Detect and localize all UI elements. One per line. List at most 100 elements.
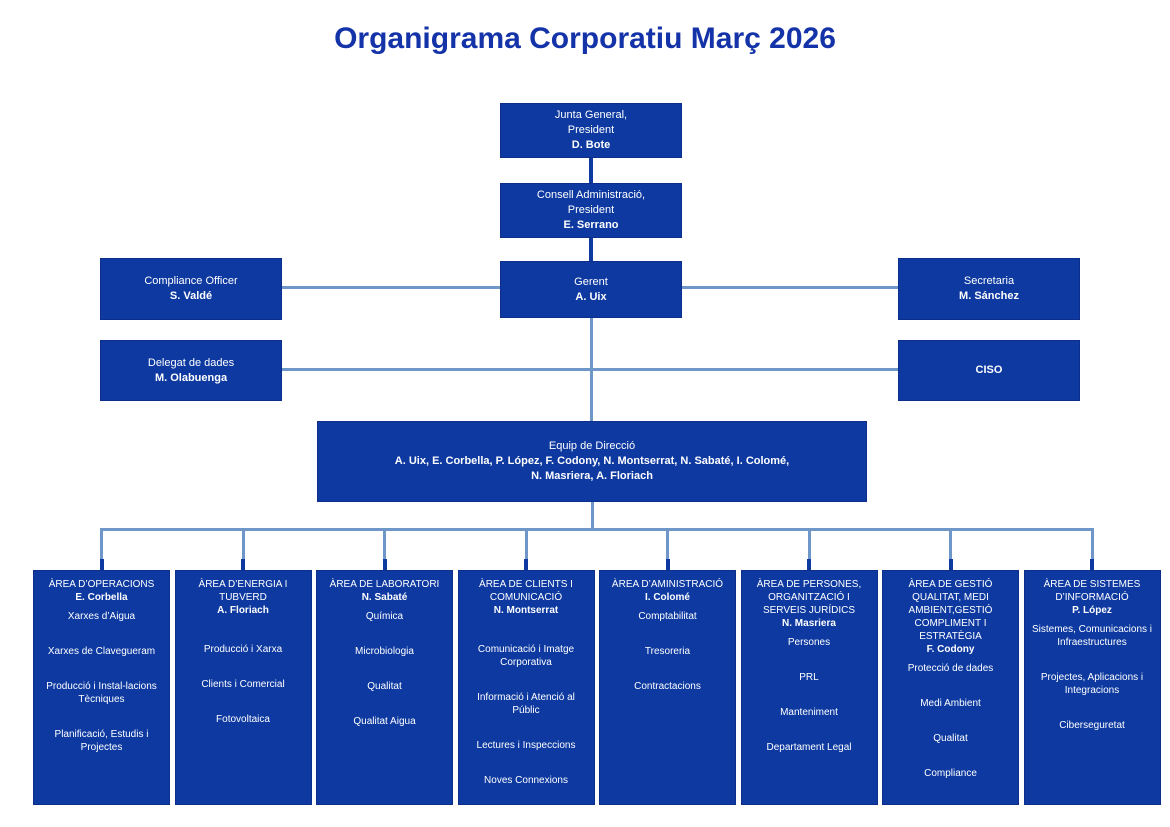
dept-head-name: F. Codony <box>926 644 975 655</box>
node-person: E. Serrano <box>563 218 619 231</box>
dept-item: Qualitat <box>367 681 402 692</box>
node-ciso: CISO <box>898 340 1080 401</box>
dept-item: Producció i Xarxa <box>203 644 283 655</box>
dept-box-6: ÀREA DE PERSONES, ORGANITZACIÓ I SERVEIS… <box>740 570 878 805</box>
connector-drop-dept-8 <box>1090 528 1094 570</box>
connector-drop-dept-1 <box>100 528 103 570</box>
node-person: A. Uix <box>575 290 607 303</box>
connector-tab-dept-5 <box>665 559 670 571</box>
node-subrole: President <box>567 124 615 137</box>
connector-equip-distribution <box>590 502 594 528</box>
connector-tab-dept-3 <box>382 559 387 571</box>
dept-item: Compliance <box>924 768 977 779</box>
node-consell-administracio: Consell Administració, President E. Serr… <box>500 183 682 238</box>
connector-consell-gerent <box>589 238 593 261</box>
node-delegat-de-dades: Delegat de dades M. Olabuenga <box>100 340 282 401</box>
dept-item: Comunicació i Imatge Corporativa <box>477 644 575 668</box>
node-role: Consell Administració, <box>536 189 646 202</box>
node-role: Equip de Direcció <box>548 440 636 453</box>
dept-head-name: N. Montserrat <box>493 605 559 616</box>
dept-head-name: N. Masriera <box>782 618 836 629</box>
node-gerent: Gerent A. Uix <box>500 261 682 318</box>
connector-gerent-secretaria <box>682 286 898 289</box>
dept-box-7: ÀREA DE GESTIÓ QUALITAT, MEDI AMBIENT,GE… <box>882 570 1019 805</box>
dept-item: Comptabilitat <box>638 611 697 622</box>
dept-item: Producció i Instal-lacions Tècniques <box>46 681 157 705</box>
node-role: Junta General, <box>554 109 628 122</box>
dept-item: Contractacions <box>634 681 701 692</box>
dept-item: Noves Connexions <box>484 775 568 786</box>
connector-drop-dept-7 <box>949 528 952 570</box>
node-equip-de-direccio: Equip de Direcció A. Uix, E. Corbella, P… <box>317 421 867 502</box>
dept-head-name: P. López <box>1072 605 1112 616</box>
dept-title: ÀREA D’OPERACIONS <box>48 579 155 590</box>
dept-item: Clients i Comercial <box>201 679 285 690</box>
node-members-line2: N. Masriera, A. Floriach <box>531 469 653 482</box>
connector-tab-dept-4 <box>524 559 528 571</box>
node-members-line1: A. Uix, E. Corbella, P. López, F. Codony… <box>394 455 790 468</box>
dept-item: Ciberseguretat <box>1059 720 1125 731</box>
dept-title: ÀREA DE PERSONES, ORGANITZACIÓ I SERVEIS… <box>756 579 862 616</box>
connector-gerent-compliance <box>282 286 500 289</box>
connector-drop-dept-5 <box>666 528 669 570</box>
connector-drop-dept-2 <box>241 528 245 570</box>
node-role: Delegat de dades <box>147 356 235 369</box>
dept-item: Persones <box>787 637 831 648</box>
dept-head-name: E. Corbella <box>75 592 128 603</box>
dept-item: Protecció de dades <box>907 663 994 674</box>
connector-tab-dept-2 <box>241 559 245 571</box>
dept-item: Medi Ambient <box>920 698 981 709</box>
node-person: M. Olabuenga <box>154 371 228 384</box>
dept-title: ÀREA DE LABORATORI <box>329 579 440 590</box>
connector-junta-consell <box>589 158 593 183</box>
dept-item: Química <box>365 611 404 622</box>
dept-item: Informació i Atenció al Públic <box>477 692 575 716</box>
dept-item: Projectes, Aplicacions i Integracions <box>1040 672 1144 696</box>
node-person: M. Sánchez <box>959 290 1019 302</box>
dept-item: Planificació, Estudis i Projectes <box>54 729 149 753</box>
connector-delegat-ciso <box>282 368 898 371</box>
node-person: D. Bote <box>571 138 611 151</box>
dept-item: Qualitat Aigua <box>353 716 416 727</box>
dept-title: ÀREA D’AMINISTRACIÓ <box>611 579 724 590</box>
node-person: S. Valdé <box>169 290 213 302</box>
dept-title: ÀREA DE CLIENTS I COMUNICACIÓ <box>479 579 573 603</box>
connector-distribution-line <box>100 528 1093 531</box>
node-secretaria: Secretaria M. Sánchez <box>898 258 1080 320</box>
connector-drop-dept-6 <box>807 528 811 570</box>
dept-title: ÀREA D’ENERGIA I TUBVERD <box>198 579 288 603</box>
dept-item: Qualitat <box>933 733 968 744</box>
connector-tab-dept-1 <box>99 559 104 571</box>
node-role: Secretaria <box>963 275 1015 288</box>
node-role: Gerent <box>574 275 608 288</box>
page-title: Organigrama Corporatiu Març 2026 <box>334 22 836 55</box>
connector-tab-dept-6 <box>807 559 811 571</box>
dept-item: PRL <box>799 672 819 683</box>
dept-item: Tresoreria <box>644 646 691 657</box>
dept-title: ÀREA DE GESTIÓ QUALITAT, MEDI AMBIENT,GE… <box>908 579 993 642</box>
connector-drop-dept-4 <box>524 528 528 570</box>
dept-item: Xarxes d’Aigua <box>67 611 136 622</box>
node-subrole: President <box>567 204 615 217</box>
dept-item: Microbiologia <box>355 646 414 657</box>
connector-tab-dept-7 <box>948 559 953 571</box>
connector-drop-dept-3 <box>383 528 386 570</box>
dept-item: Xarxes de Clavegueram <box>47 646 156 657</box>
connector-tab-dept-8 <box>1090 559 1094 571</box>
dept-item: Manteniment <box>780 707 838 718</box>
dept-head-name: A. Floriach <box>217 605 269 616</box>
dept-item: Fotovoltaica <box>216 714 270 725</box>
dept-head-name: I. Colomé <box>644 592 690 603</box>
dept-title: ÀREA DE SISTEMES D’INFORMACIÓ <box>1043 579 1141 603</box>
node-person: CISO <box>975 364 1003 377</box>
dept-item: Sistemes, Comunicacions i Infraestructur… <box>1031 624 1153 648</box>
dept-item: Lectures i Inspeccions <box>476 740 576 751</box>
node-role: Compliance Officer <box>144 275 238 288</box>
dept-box-4: ÀREA DE CLIENTS I COMUNICACIÓ N. Montserr… <box>457 570 595 805</box>
node-compliance-officer: Compliance Officer S. Valdé <box>100 258 282 320</box>
dept-item: Departament Legal <box>766 742 852 753</box>
